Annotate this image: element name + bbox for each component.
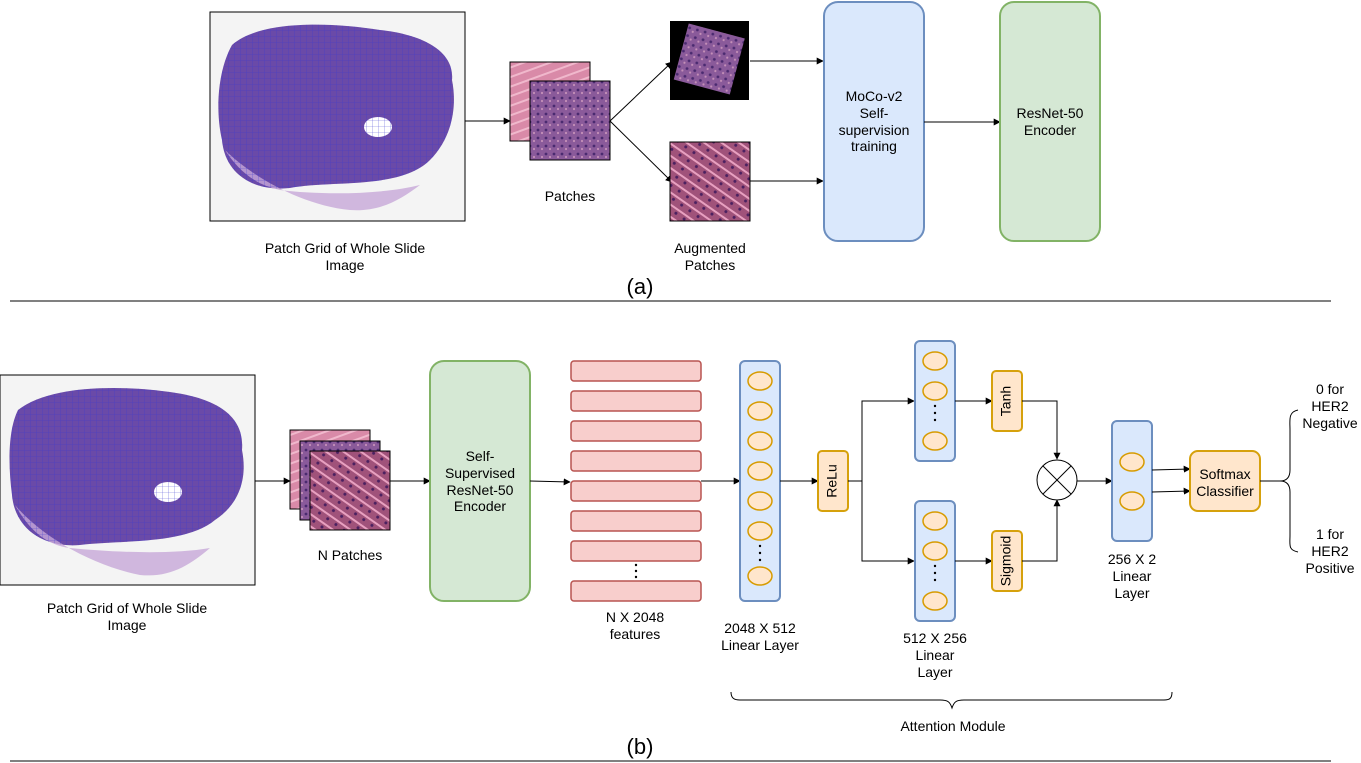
features-label-line2: features bbox=[610, 626, 661, 642]
npatch-stack bbox=[289, 429, 391, 531]
arrow-node1-to-softmax bbox=[1151, 465, 1191, 473]
linear2-label-line1: 512 X 256 bbox=[903, 630, 967, 646]
augmented-label-line2: Patches bbox=[685, 257, 736, 273]
out-positive-line2: HER2 bbox=[1311, 543, 1349, 559]
arrow-patches-to-aug2 bbox=[609, 120, 673, 183]
linear3-label-line1: 256 X 2 bbox=[1108, 551, 1156, 567]
caption-b: (b) bbox=[627, 734, 654, 759]
out-negative-line3: Negative bbox=[1302, 415, 1357, 431]
encoder-label-line2: Supervised bbox=[445, 465, 515, 481]
sigmoid-box: Sigmoid bbox=[991, 530, 1023, 592]
branch-connector-top bbox=[848, 397, 915, 482]
moco-box: MoCo-v2 Self- supervision training bbox=[823, 1, 925, 242]
neuron-node bbox=[922, 511, 948, 531]
linear3-label-line2: Linear bbox=[1113, 568, 1152, 584]
softmax-label-line2: Classifier bbox=[1196, 483, 1254, 499]
feature-ellipsis-dots bbox=[634, 563, 638, 579]
arrow-patches-to-aug1 bbox=[609, 61, 673, 122]
neuron-node bbox=[1119, 452, 1145, 472]
neuron-node bbox=[747, 566, 773, 586]
out-positive-line3: Positive bbox=[1305, 560, 1354, 576]
augmented-label-line1: Augmented bbox=[674, 240, 746, 256]
softmax-box: Softmax Classifier bbox=[1189, 450, 1261, 512]
linear3-label-line3: Layer bbox=[1114, 585, 1149, 601]
moco-label-line2: Self- bbox=[860, 105, 889, 121]
wsi-image-b bbox=[0, 374, 256, 586]
wsi-label-a-line2: Image bbox=[326, 257, 365, 273]
neuron-node bbox=[922, 431, 948, 451]
neuron-node bbox=[922, 381, 948, 401]
out-negative-line1: 0 for bbox=[1316, 381, 1344, 397]
linear-layer-1 bbox=[739, 360, 781, 602]
arrow-encoder-to-features bbox=[529, 478, 571, 486]
wsi-label-b-line1: Patch Grid of Whole Slide bbox=[47, 600, 208, 616]
feature-bar bbox=[570, 450, 702, 472]
relu-box: ReLu bbox=[817, 450, 849, 512]
linear2-label-line3: Layer bbox=[917, 664, 952, 680]
augmented-patch-color bbox=[669, 141, 751, 222]
feature-bar bbox=[570, 390, 702, 412]
linear1-label-line1: 2048 X 512 bbox=[724, 620, 796, 636]
softmax-label-line1: Softmax bbox=[1199, 466, 1250, 482]
caption-a: (a) bbox=[627, 274, 654, 299]
neuron-node bbox=[747, 401, 773, 421]
feature-bar bbox=[570, 480, 702, 502]
features-label-line1: N X 2048 bbox=[606, 609, 665, 625]
neuron-node bbox=[922, 541, 948, 561]
tanh-label: Tanh bbox=[998, 386, 1014, 416]
connector-sigmoid-to-multiply bbox=[1022, 499, 1061, 562]
encoder-label-line3: ResNet-50 bbox=[447, 482, 514, 498]
moco-label-line1: MoCo-v2 bbox=[846, 88, 903, 104]
linear2-label-line2: Linear bbox=[916, 647, 955, 663]
feature-bar bbox=[570, 580, 702, 602]
linear-layer-2-top bbox=[914, 340, 956, 462]
moco-label-line3: supervision bbox=[839, 122, 910, 138]
linear-layer-3 bbox=[1111, 420, 1153, 542]
relu-label: ReLu bbox=[824, 464, 840, 497]
connector-tanh-to-multiply bbox=[1022, 400, 1061, 460]
attention-brace bbox=[730, 691, 1173, 710]
encoder-box-b: Self- Supervised ResNet-50 Encoder bbox=[429, 360, 531, 602]
linear-layer-2-bottom bbox=[914, 500, 956, 622]
feature-bar bbox=[570, 510, 702, 532]
neuron-node bbox=[747, 431, 773, 451]
wsi-label-a-line1: Patch Grid of Whole Slide bbox=[265, 240, 426, 256]
wsi-label-b-line2: Image bbox=[108, 617, 147, 633]
out-positive-line1: 1 for bbox=[1316, 526, 1344, 542]
attention-module-label: Attention Module bbox=[900, 718, 1005, 734]
sigmoid-label: Sigmoid bbox=[998, 536, 1014, 587]
npatches-label: N Patches bbox=[318, 547, 383, 563]
patch-stack-a bbox=[509, 61, 611, 161]
arrow-node2-to-softmax bbox=[1151, 487, 1191, 495]
neuron-node bbox=[747, 461, 773, 481]
resnet-label-line2: Encoder bbox=[1024, 122, 1076, 138]
neuron-node bbox=[922, 351, 948, 371]
branch-connector-bottom bbox=[861, 481, 915, 565]
tanh-box: Tanh bbox=[991, 370, 1023, 432]
feature-bar bbox=[570, 540, 702, 562]
multiply-icon bbox=[1036, 459, 1078, 501]
resnet-label-line1: ResNet-50 bbox=[1017, 105, 1084, 121]
patches-label-a: Patches bbox=[545, 188, 596, 204]
feature-bar bbox=[570, 360, 702, 382]
neuron-node bbox=[922, 591, 948, 611]
feature-bars bbox=[570, 360, 702, 602]
neuron-node bbox=[747, 521, 773, 541]
linear1-label-line2: Linear Layer bbox=[721, 637, 799, 653]
wsi-image-a bbox=[209, 11, 466, 222]
resnet-box-a: ResNet-50 Encoder bbox=[999, 1, 1101, 242]
neuron-node bbox=[747, 371, 773, 391]
encoder-label-line1: Self- bbox=[466, 448, 495, 464]
moco-label-line4: training bbox=[851, 138, 897, 154]
feature-bar bbox=[570, 420, 702, 442]
out-negative-line2: HER2 bbox=[1311, 398, 1349, 414]
output-brace bbox=[1279, 409, 1299, 553]
encoder-label-line4: Encoder bbox=[454, 498, 506, 514]
augmented-patch-rotated bbox=[670, 21, 749, 100]
neuron-node bbox=[747, 491, 773, 511]
neuron-node bbox=[1119, 491, 1145, 511]
